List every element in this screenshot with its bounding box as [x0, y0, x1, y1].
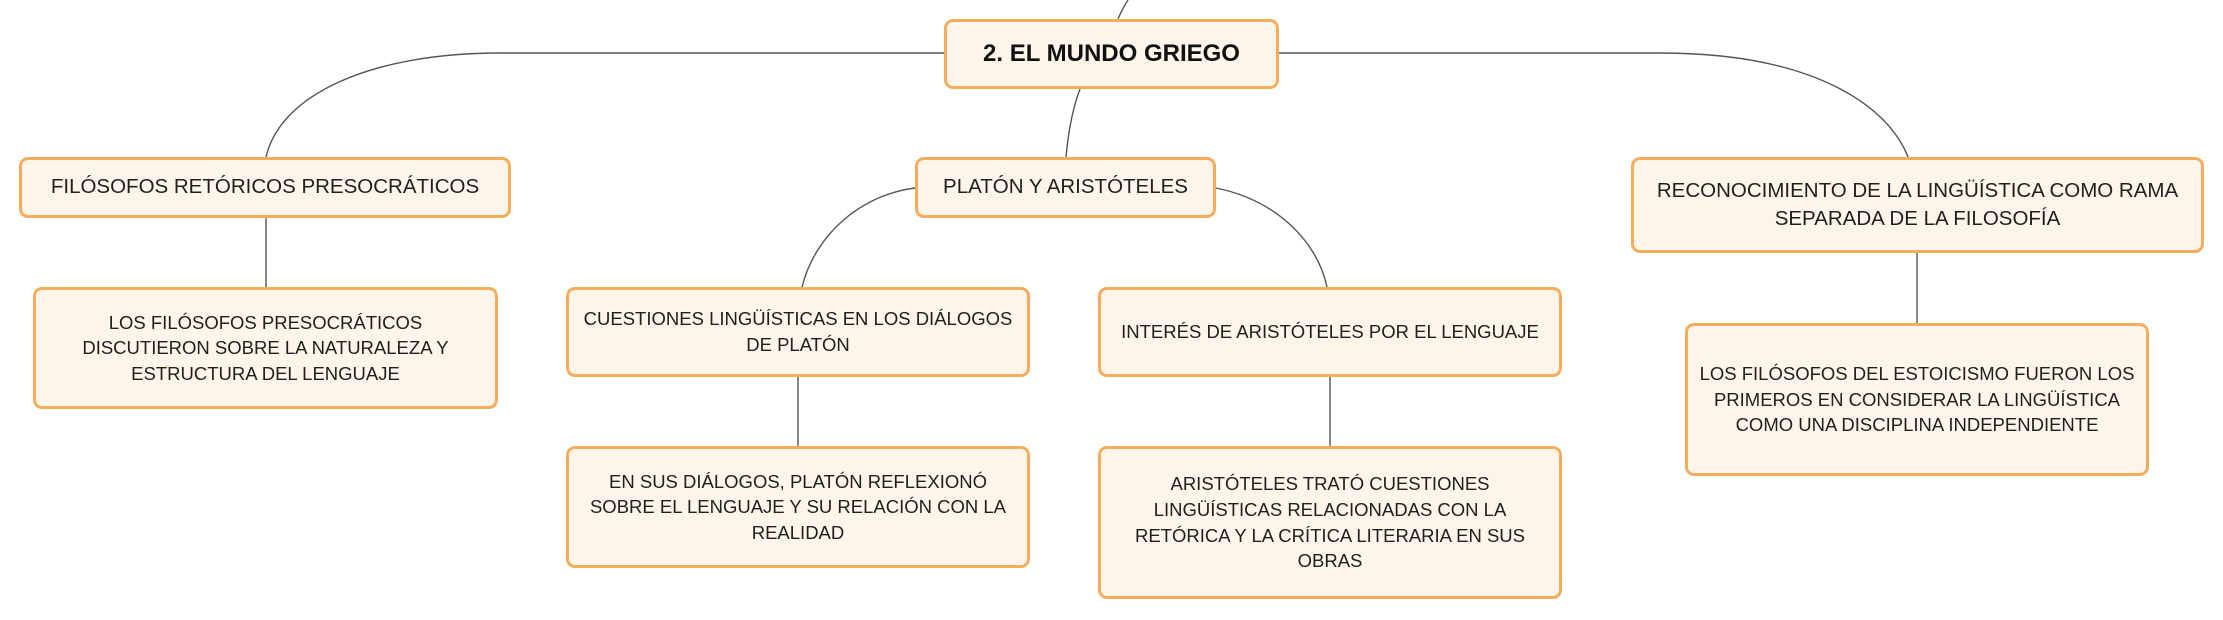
central-topic[interactable]: 2. EL MUNDO GRIEGO	[944, 19, 1279, 89]
connector-root-to-reconocimiento	[1279, 52, 1909, 158]
detail-aristoteles-trato-label: ARISTÓTELES TRATÓ CUESTIONES LINGÜÍSTICA…	[1135, 473, 1525, 572]
subtopic-dialogos-platon-label: CUESTIONES LINGÜÍSTICAS EN LOS DIÁLOGOS …	[583, 308, 1013, 355]
detail-platon-reflexiono[interactable]: EN SUS DIÁLOGOS, PLATÓN REFLEXIONÓ SOBRE…	[566, 446, 1030, 568]
central-topic-label: 2. EL MUNDO GRIEGO	[983, 40, 1240, 68]
connector-root-to-platon-aristoteles	[1065, 88, 1081, 158]
subtopic-presocraticos-discutieron[interactable]: LOS FILÓSOFOS PRESOCRÁTICOS DISCUTIERON …	[33, 287, 498, 409]
subtopic-interes-aristoteles[interactable]: INTERÉS DE ARISTÓTELES POR EL LENGUAJE	[1098, 287, 1562, 377]
topic-platon-aristoteles-label: PLATÓN Y ARISTÓTELES	[943, 175, 1188, 199]
detail-aristoteles-trato[interactable]: ARISTÓTELES TRATÓ CUESTIONES LINGÜÍSTICA…	[1098, 446, 1562, 599]
subtopic-interes-aristoteles-label: INTERÉS DE ARISTÓTELES POR EL LENGUAJE	[1121, 321, 1539, 343]
connector-parent-to-root	[1117, 0, 1129, 20]
connector-root-to-presocraticos	[265, 52, 944, 158]
topic-reconocimiento-label: RECONOCIMIENTO DE LA LINGÜÍSTICA COMO RA…	[1656, 178, 2179, 230]
topic-platon-aristoteles[interactable]: PLATÓN Y ARISTÓTELES	[915, 157, 1216, 218]
topic-presocraticos-label: FILÓSOFOS RETÓRICOS PRESOCRÁTICOS	[50, 175, 480, 199]
subtopic-presocraticos-discutieron-label: LOS FILÓSOFOS PRESOCRÁTICOS DISCUTIERON …	[82, 311, 449, 384]
connector-platon-aristoteles-to-dialogos	[801, 187, 916, 288]
subtopic-estoicismo-label: LOS FILÓSOFOS DEL ESTOICISMO FUERON LOS …	[1699, 363, 2135, 436]
subtopic-estoicismo[interactable]: LOS FILÓSOFOS DEL ESTOICISMO FUERON LOS …	[1685, 323, 2149, 476]
subtopic-dialogos-platon[interactable]: CUESTIONES LINGÜÍSTICAS EN LOS DIÁLOGOS …	[566, 287, 1030, 377]
connector-platon-aristoteles-to-interes	[1215, 187, 1328, 288]
detail-platon-reflexiono-label: EN SUS DIÁLOGOS, PLATÓN REFLEXIONÓ SOBRE…	[589, 470, 1007, 543]
topic-presocraticos[interactable]: FILÓSOFOS RETÓRICOS PRESOCRÁTICOS	[19, 157, 511, 218]
topic-reconocimiento[interactable]: RECONOCIMIENTO DE LA LINGÜÍSTICA COMO RA…	[1631, 157, 2204, 253]
